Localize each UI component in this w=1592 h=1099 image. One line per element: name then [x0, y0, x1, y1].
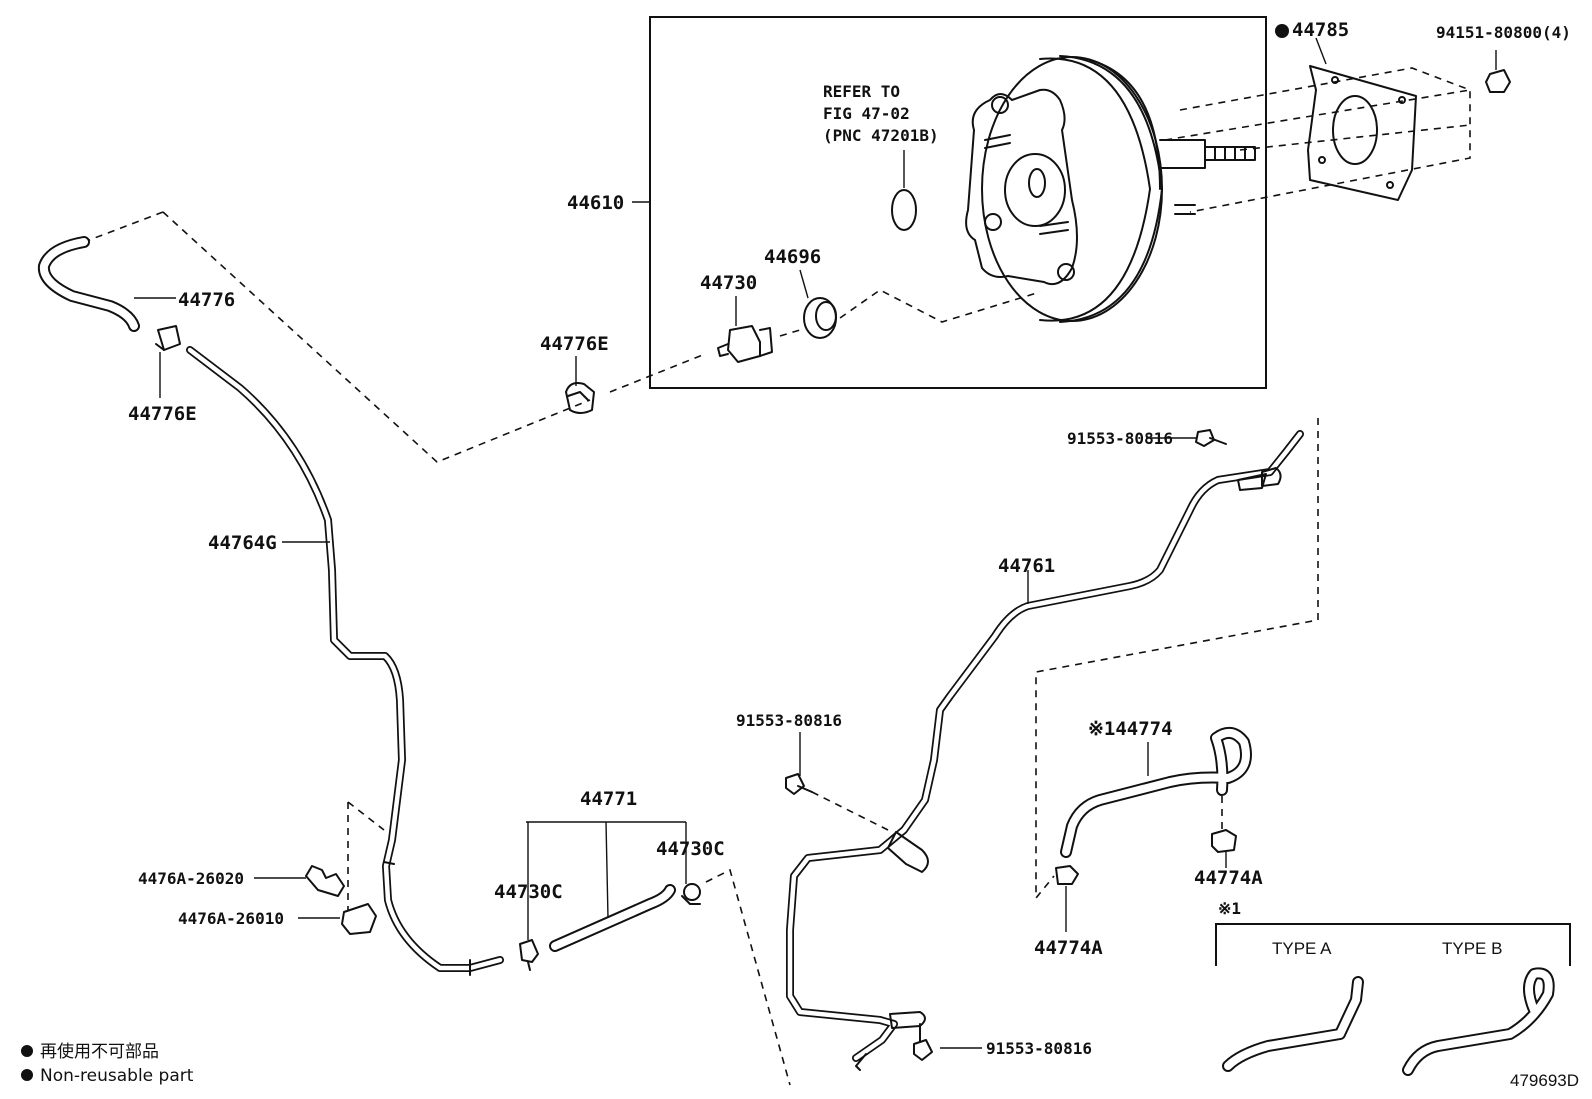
bolt-top [1195, 429, 1227, 447]
label-clip-a-right: 44774A [1194, 867, 1263, 889]
label-clip-c-left: 44730C [494, 881, 563, 903]
clip-44774a-right [1211, 829, 1237, 853]
label-hose-long: 44764G [208, 532, 277, 554]
bolt-mid [785, 773, 813, 795]
label-clip-e-upper: 44776E [540, 333, 609, 355]
flange-nut [1485, 69, 1511, 93]
gasket-plate [1307, 65, 1417, 201]
label-bolt-top: 91553-80816 [1067, 429, 1173, 448]
clip-44776e-left [155, 325, 181, 351]
label-nut: 94151-80800(4) [1436, 23, 1571, 42]
check-valve [717, 325, 773, 363]
label-clip-c-right: 44730C [656, 838, 725, 860]
clamp-4476a-26020 [305, 865, 345, 897]
label-grommet: 44696 [764, 246, 821, 268]
label-gasket: 44785 [1292, 19, 1349, 41]
o-ring [891, 189, 917, 231]
booster-group-box [649, 16, 1267, 389]
clip-44730c-right [681, 883, 701, 905]
type-box-mark: ※1 [1218, 899, 1241, 918]
brake-booster [965, 55, 1256, 323]
label-hose-upper: 44776 [178, 289, 235, 311]
clip-44776e-upper [565, 382, 595, 414]
label-clip-a-left: 44774A [1034, 937, 1103, 959]
label-clip-e-left: 44776E [128, 403, 197, 425]
hose-44774 [1060, 726, 1252, 858]
type-a-hose [1222, 976, 1364, 1072]
clip-44774a-left [1055, 865, 1079, 885]
label-check-valve: 44730 [700, 272, 757, 294]
hose-44771 [549, 884, 676, 952]
refer-note-line1: REFER TO [823, 82, 900, 101]
legend-bullet-en [21, 1069, 33, 1081]
label-bolt-mid: 91553-80816 [736, 711, 842, 730]
grommet [803, 297, 837, 339]
clip-44730c-left [519, 939, 539, 971]
bolt-bottom [913, 1023, 933, 1061]
diagram-id: 479693D [1510, 1071, 1579, 1090]
refer-note-line2: FIG 47-02 [823, 104, 910, 123]
legend-bullet-jp [21, 1045, 33, 1057]
type-box [1215, 923, 1571, 966]
refer-note-line3: (PNC 47201B) [823, 126, 939, 145]
type-b-hose [1402, 967, 1555, 1076]
legend-jp: 再使用不可部品 [40, 1041, 159, 1062]
hose-upper [37, 236, 140, 332]
clamp-4476a-26010 [341, 903, 377, 935]
legend-en: Non-reusable part [40, 1066, 194, 1086]
label-booster: 44610 [567, 192, 624, 214]
label-clamp-26020: 4476A-26020 [138, 869, 244, 888]
type-b-label: TYPE B [1442, 939, 1502, 958]
label-clamp-26010: 4476A-26010 [178, 909, 284, 928]
label-hose-44774: ※144774 [1088, 718, 1173, 740]
non-reusable-marker [1275, 24, 1289, 38]
label-pipe: 44761 [998, 555, 1055, 577]
label-bolt-bottom: 91553-80816 [986, 1039, 1092, 1058]
type-a-label: TYPE A [1272, 939, 1332, 958]
hose-long-44764g [186, 346, 504, 976]
label-hose-assy: 44771 [580, 788, 637, 810]
